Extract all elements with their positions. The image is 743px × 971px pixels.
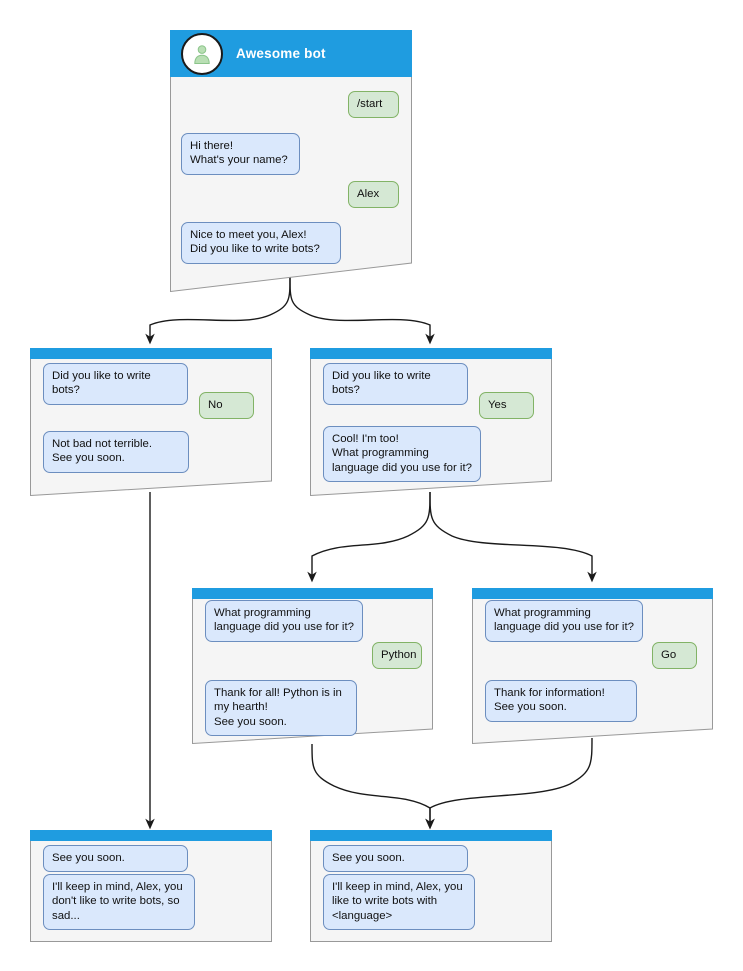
card-start-messages: /start Hi there! What's your name? Alex … — [170, 30, 412, 292]
card-python-branch-header — [192, 588, 433, 599]
card-end-happy[interactable]: See you soon. I'll keep in mind, Alex, y… — [310, 830, 552, 942]
message-bubble-bot: What programming language did you use fo… — [485, 600, 643, 642]
message-bubble-bot: See you soon. — [323, 845, 468, 873]
card-end-sad-header — [30, 830, 272, 841]
message-bubble-bot: Not bad not terrible. See you soon. — [43, 431, 189, 473]
card-end-happy-header — [310, 830, 552, 841]
card-yes-branch-messages: Did you like to write bots? Yes Cool! I'… — [310, 348, 552, 496]
message-bubble-bot: Nice to meet you, Alex! Did you like to … — [181, 222, 341, 264]
user-avatar-icon — [181, 32, 223, 75]
card-start-header: Awesome bot — [170, 30, 412, 77]
card-python-branch[interactable]: What programming language did you use fo… — [192, 588, 433, 744]
message-bubble-bot: Hi there! What's your name? — [181, 133, 300, 175]
message-bubble-bot: Thank for all! Python is in my hearth! S… — [205, 680, 357, 737]
card-go-branch-messages: What programming language did you use fo… — [472, 588, 713, 744]
edge-python-to-end-happy — [311, 743, 435, 830]
message-bubble-user: Go — [652, 642, 697, 670]
message-bubble-bot: I'll keep in mind, Alex, you don't like … — [43, 874, 195, 931]
card-no-branch[interactable]: Did you like to write bots? No Not bad n… — [30, 348, 272, 496]
edge-yes-to-go — [429, 491, 597, 583]
message-bubble-user: Alex — [348, 181, 399, 209]
message-bubble-user: /start — [348, 91, 399, 119]
card-python-branch-messages: What programming language did you use fo… — [192, 588, 433, 744]
message-bubble-bot: Did you like to write bots? — [323, 363, 468, 405]
card-end-sad[interactable]: See you soon. I'll keep in mind, Alex, y… — [30, 830, 272, 942]
card-no-branch-messages: Did you like to write bots? No Not bad n… — [30, 348, 272, 496]
message-bubble-bot: Thank for information! See you soon. — [485, 680, 637, 722]
message-bubble-bot: See you soon. — [43, 845, 188, 873]
message-bubble-bot: Did you like to write bots? — [43, 363, 188, 405]
message-bubble-user: No — [199, 392, 254, 420]
message-bubble-user: Yes — [479, 392, 534, 420]
message-bubble-bot: What programming language did you use fo… — [205, 600, 363, 642]
card-end-happy-messages: See you soon. I'll keep in mind, Alex, y… — [310, 830, 552, 942]
card-yes-branch-header — [310, 348, 552, 359]
card-start-title: Awesome bot — [236, 46, 326, 61]
message-bubble-bot: Cool! I'm too! What programming language… — [323, 426, 481, 483]
message-bubble-bot: I'll keep in mind, Alex, you like to wri… — [323, 874, 475, 931]
card-no-branch-header — [30, 348, 272, 359]
card-go-branch-header — [472, 588, 713, 599]
message-bubble-user: Python — [372, 642, 422, 670]
card-end-sad-messages: See you soon. I'll keep in mind, Alex, y… — [30, 830, 272, 942]
card-yes-branch[interactable]: Did you like to write bots? Yes Cool! I'… — [310, 348, 552, 496]
card-start[interactable]: Awesome bot /start Hi there! What's your… — [170, 30, 412, 292]
edge-go-to-end-happy — [425, 737, 593, 830]
edge-yes-to-python — [307, 491, 431, 583]
card-go-branch[interactable]: What programming language did you use fo… — [472, 588, 713, 744]
